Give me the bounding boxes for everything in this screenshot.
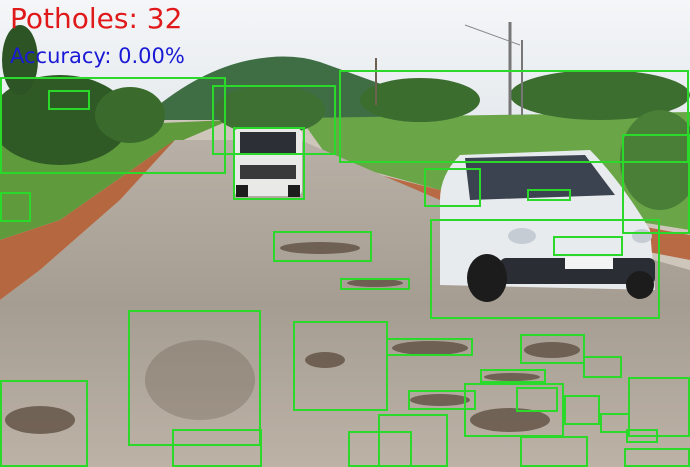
pothole-count-label: Potholes: 32 xyxy=(10,2,183,35)
detection-box xyxy=(339,70,689,163)
detection-box xyxy=(212,85,336,155)
detection-box xyxy=(0,192,31,222)
accuracy-label: Accuracy: 0.00% xyxy=(10,44,185,68)
detection-box xyxy=(293,321,388,411)
detection-box xyxy=(626,429,658,443)
detection-box xyxy=(430,219,660,319)
detection-box xyxy=(0,77,226,174)
detection-box xyxy=(233,127,305,200)
detection-box xyxy=(516,387,558,412)
detection-box xyxy=(553,236,623,256)
detection-box xyxy=(172,429,262,467)
detection-box xyxy=(527,189,571,201)
detection-box xyxy=(628,377,690,437)
detection-box xyxy=(340,278,410,290)
detection-box xyxy=(583,356,622,378)
detection-box xyxy=(480,369,546,383)
detection-box xyxy=(48,90,90,110)
detection-box xyxy=(273,231,372,262)
detection-box xyxy=(408,390,476,410)
detection-box xyxy=(0,380,88,467)
detection-box xyxy=(464,383,564,437)
detection-box xyxy=(128,310,261,446)
detection-box xyxy=(378,414,448,467)
detection-box xyxy=(622,134,690,234)
detection-box xyxy=(386,338,473,356)
suv-vehicle xyxy=(234,128,302,197)
detection-box xyxy=(564,395,600,425)
detection-box xyxy=(624,448,690,467)
detection-box xyxy=(520,436,588,467)
detection-box xyxy=(424,168,481,207)
detection-box xyxy=(600,413,630,433)
detection-box xyxy=(520,334,585,364)
